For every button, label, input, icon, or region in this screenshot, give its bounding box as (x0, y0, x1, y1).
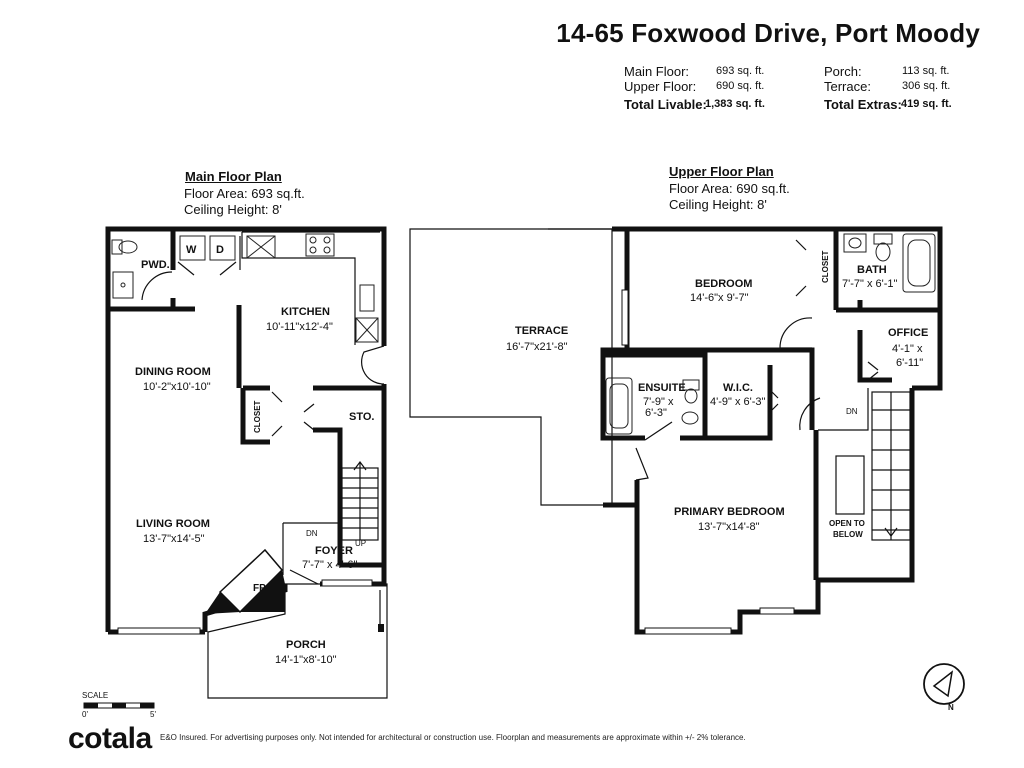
label-wic: W.I.C. (723, 382, 753, 394)
main-floor-plan (105, 226, 388, 699)
label-porch: PORCH (286, 639, 326, 651)
summary-terrace-label: Terrace: (824, 79, 871, 94)
label-below: BELOW (833, 530, 863, 539)
summary-terrace-value: 306 sq. ft. (902, 80, 951, 92)
summary-main-floor-label: Main Floor: (624, 64, 690, 79)
summary-total-livable-label: Total Livable: (624, 97, 707, 112)
disclaimer-text: E&O Insured. For advertising purposes on… (160, 733, 746, 742)
label-washer: W (186, 244, 197, 256)
summary-porch-value: 113 sq. ft. (902, 65, 950, 77)
dim-ensuite-1: 7'-9" x (643, 396, 674, 408)
dim-ensuite-2: 6'-3" (645, 407, 667, 419)
label-main-closet: CLOSET (253, 400, 262, 433)
dishwasher-icon (355, 317, 379, 343)
dim-primary-bedroom: 13'-7"x14'-8" (698, 521, 760, 533)
label-foyer: FOYER (315, 545, 353, 557)
terrace-outline (409, 228, 613, 506)
label-bedroom: BEDROOM (695, 278, 752, 290)
main-stairs (341, 461, 379, 541)
dim-terrace: 16'-7"x21'-8" (506, 341, 568, 353)
scale-bar (83, 702, 155, 709)
label-bath: BATH (857, 264, 887, 276)
bath-toilet-icon (873, 233, 893, 245)
dim-living-room: 13'-7"x14'-5" (143, 533, 205, 545)
dim-office-1: 4'-1" x (892, 343, 923, 355)
summary-upper-floor-label: Upper Floor: (624, 79, 697, 94)
label-ensuite: ENSUITE (638, 382, 686, 394)
stove-icon (305, 233, 335, 257)
ensuite-tub-icon (605, 377, 633, 435)
upper-floor-plan-title: Upper Floor Plan (669, 164, 774, 179)
label-main-up: UP (355, 539, 366, 548)
label-living-room: LIVING ROOM (136, 518, 210, 530)
label-primary-bedroom: PRIMARY BEDROOM (674, 506, 785, 518)
main-floor-ceiling: Ceiling Height: 8' (184, 202, 282, 217)
summary-upper-floor-value: 690 sq. ft. (716, 80, 765, 92)
summary-main-floor-value: 693 sq. ft. (716, 65, 765, 77)
ensuite-sink-icon (681, 411, 699, 425)
label-sto: STO. (349, 411, 374, 423)
upper-floor-ceiling: Ceiling Height: 8' (669, 197, 767, 212)
scale-label: SCALE (82, 691, 109, 700)
summary-total-livable-value: 1,383 sq. ft. (705, 98, 765, 110)
label-pwd: PWD. (141, 259, 170, 271)
label-fp: FP (253, 583, 266, 594)
label-kitchen: KITCHEN (281, 306, 330, 318)
scale-end: 5' (150, 710, 156, 719)
main-exterior-wall-north (105, 226, 387, 632)
label-office: OFFICE (888, 327, 928, 339)
upper-floor-area: Floor Area: 690 sq.ft. (669, 181, 790, 196)
dim-kitchen: 10'-11"x12'-4" (266, 321, 333, 333)
dryer-icon (209, 235, 236, 261)
open-to-below-area (835, 455, 865, 515)
fridge-icon (246, 235, 276, 259)
sink-icon (112, 271, 134, 299)
label-open-to: OPEN TO (829, 519, 865, 528)
porch-outline (207, 583, 388, 699)
bath-sink-icon (843, 233, 867, 253)
washer-icon (179, 235, 206, 261)
compass-icon: N (923, 663, 965, 712)
label-dining-room: DINING ROOM (135, 366, 211, 378)
compass-north-label: N (948, 703, 954, 712)
summary-total-extras-label: Total Extras: (824, 97, 902, 112)
upper-stairs (871, 391, 911, 541)
property-title: 14-65 Foxwood Drive, Port Moody (556, 18, 980, 48)
dim-bedroom: 14'-6"x 9'-7" (690, 292, 749, 304)
cotala-logo: cotala (68, 722, 152, 755)
dim-office-2: 6'-11" (896, 357, 923, 369)
label-terrace: TERRACE (515, 325, 568, 337)
toilet-icon (111, 239, 123, 255)
label-upper-dn: DN (846, 407, 858, 416)
kitchen-sink-icon (359, 284, 375, 312)
dim-dining-room: 10'-2"x10'-10" (143, 381, 211, 393)
ensuite-toilet-icon (682, 379, 700, 391)
dim-wic: 4'-9" x 6'-3" (710, 396, 766, 408)
main-floor-plan-title: Main Floor Plan (185, 169, 282, 184)
upper-floor-plan (409, 226, 943, 635)
label-dryer: D (216, 244, 224, 256)
dim-porch: 14'-1"x8'-10" (275, 654, 337, 666)
scale-start: 0' (82, 710, 88, 719)
summary-total-extras-value: 419 sq. ft. (901, 98, 952, 110)
bathtub-icon (902, 233, 936, 293)
summary-porch-label: Porch: (824, 64, 862, 79)
main-floor-area: Floor Area: 693 sq.ft. (184, 186, 305, 201)
label-main-dn: DN (306, 529, 318, 538)
dim-bath: 7'-7" x 6'-1" (842, 278, 898, 290)
label-upper-closet: CLOSET (821, 250, 830, 283)
dim-foyer: 7'-7" x 4'-6" (302, 559, 358, 571)
